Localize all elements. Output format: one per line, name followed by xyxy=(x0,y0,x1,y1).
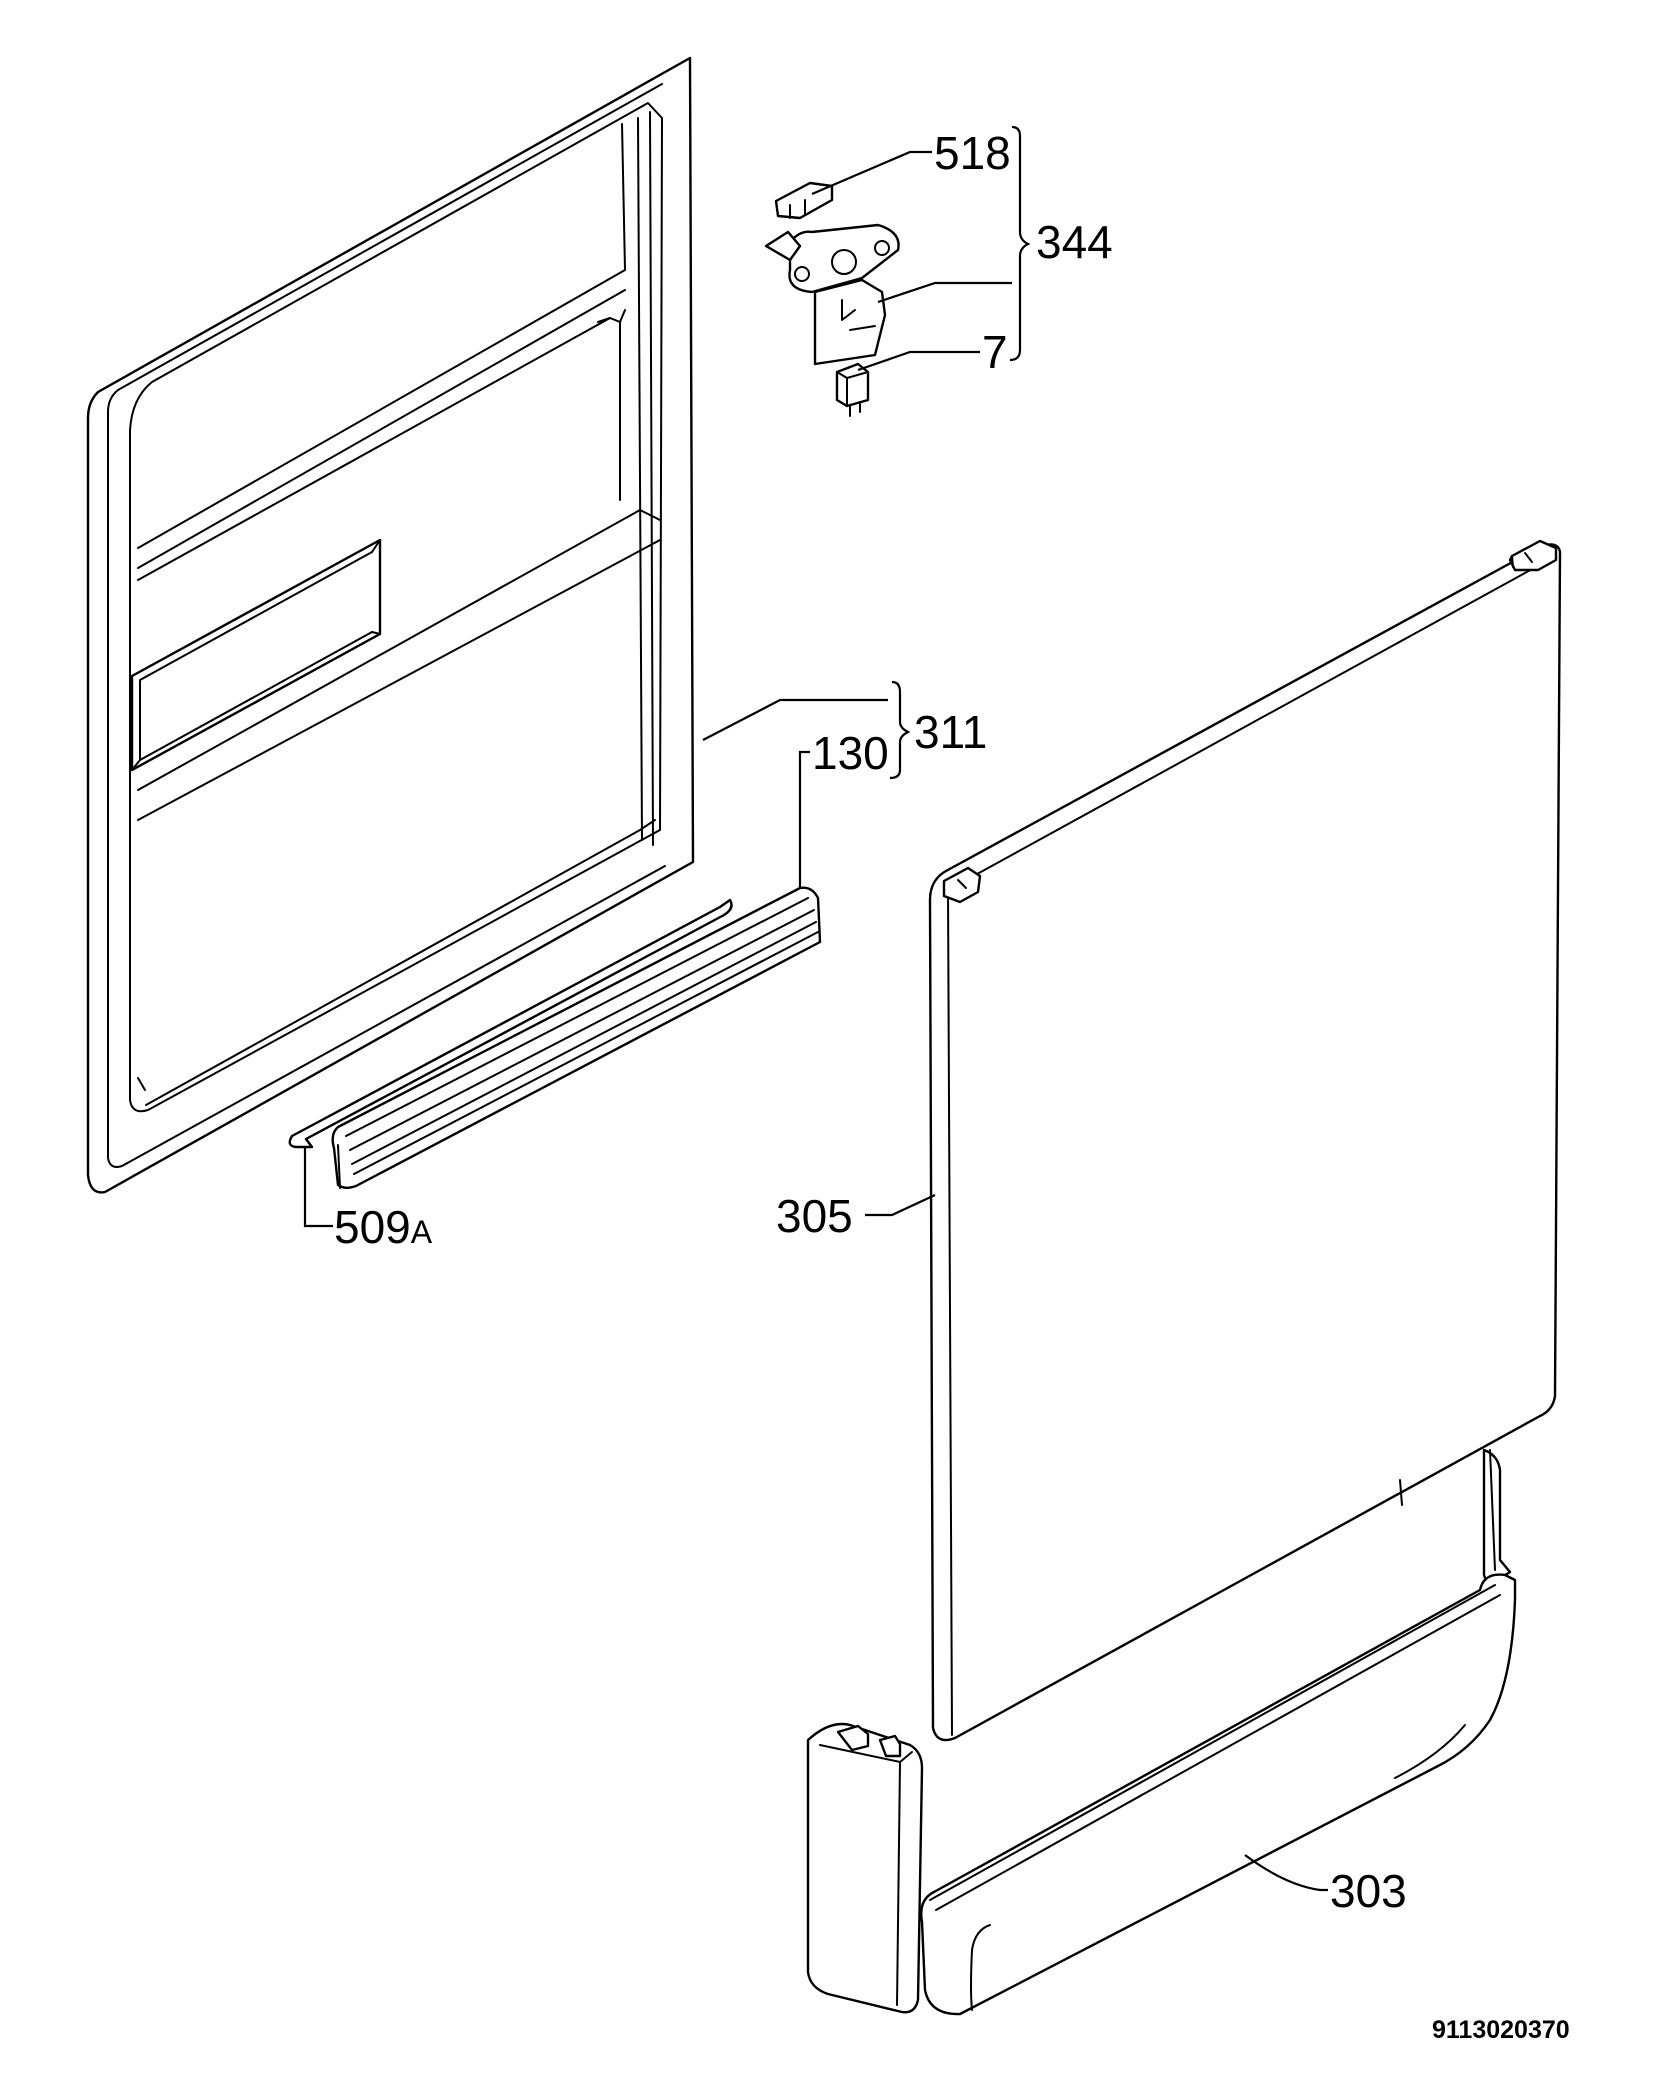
door-seal-130 xyxy=(333,888,820,1188)
label-130: 130 xyxy=(812,727,889,779)
inner-door-panel xyxy=(88,58,693,1192)
label-303: 303 xyxy=(1330,1865,1407,1917)
door-lock-344 xyxy=(766,225,899,364)
door-decor-panel-305 xyxy=(930,541,1560,1740)
leader-lines xyxy=(305,127,1328,1890)
label-518: 518 xyxy=(934,127,1011,179)
label-509a: 509A xyxy=(334,1201,433,1253)
label-7: 7 xyxy=(982,326,1008,378)
part-labels: 518 344 7 311 130 509A 305 303 xyxy=(334,127,1407,1917)
label-311: 311 xyxy=(914,706,987,758)
microswitch-7 xyxy=(837,364,868,416)
label-305: 305 xyxy=(776,1190,853,1242)
label-344: 344 xyxy=(1036,216,1113,268)
document-number: 9113020370 xyxy=(1432,2016,1570,2044)
plinth-303 xyxy=(808,1450,1515,2014)
seal-retaining-wire-509a xyxy=(290,900,732,1147)
